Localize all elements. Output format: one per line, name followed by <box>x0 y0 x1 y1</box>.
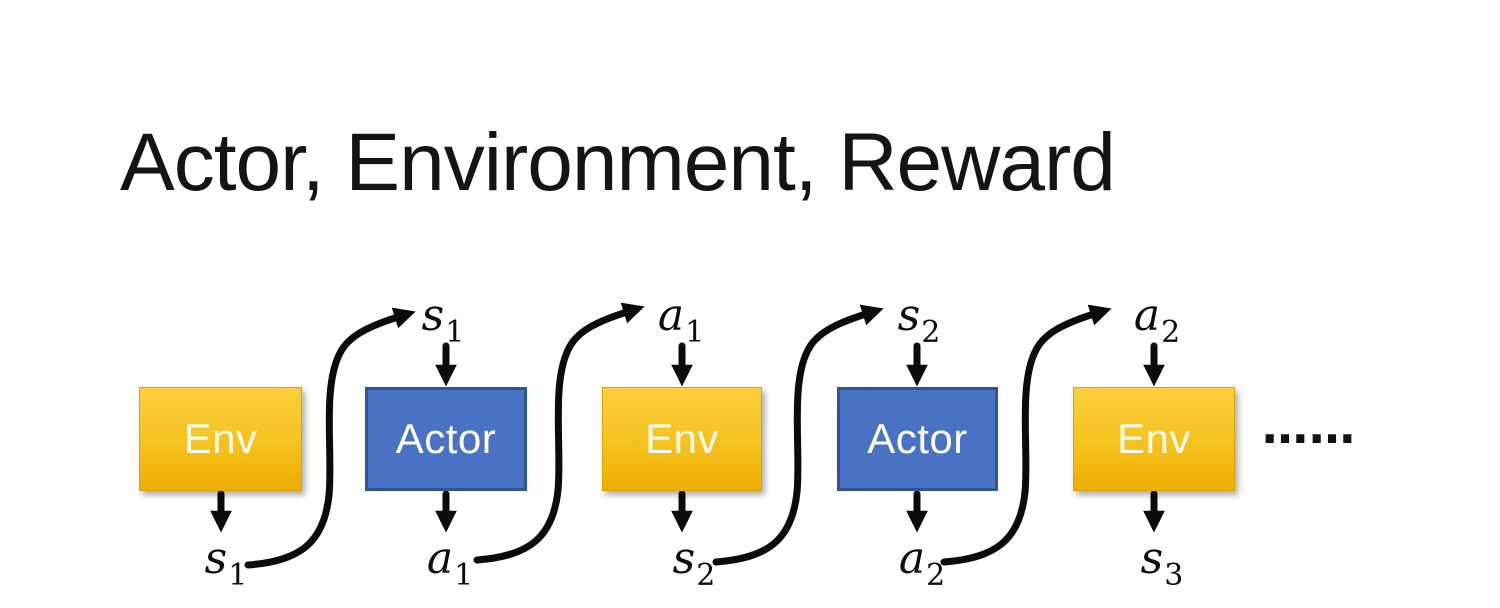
curved-arrow-a2-to-env3-icon <box>940 304 1112 566</box>
label-a2-bottom-letter: a <box>898 533 926 584</box>
label-a1-top-letter: a <box>657 290 685 341</box>
label-a1-bottom-letter: a <box>426 533 454 584</box>
env-box-1: Env <box>139 387 302 491</box>
label-s3-bottom: s3 <box>1141 537 1184 591</box>
label-a1-bottom-sub: 1 <box>454 558 474 593</box>
env-box-2: Env <box>602 387 762 491</box>
ellipsis-continuation: …… <box>1262 400 1356 454</box>
curved-arrow-s2-to-actor2-icon <box>712 304 884 566</box>
actor-box-1: Actor <box>365 387 527 491</box>
curved-arrow-a1-to-env2-icon <box>473 302 645 564</box>
label-s1-bottom-sub: 1 <box>228 558 248 593</box>
actor-box-2-label: Actor <box>867 415 968 462</box>
actor-box-2: Actor <box>837 387 998 491</box>
label-s2-top: s2 <box>898 294 941 348</box>
label-a2-bottom: a2 <box>899 537 945 591</box>
label-a2-top-sub: 2 <box>1161 315 1181 350</box>
env-box-3: Env <box>1073 387 1235 491</box>
label-s2-top-sub: 2 <box>921 315 941 350</box>
label-s1-top-letter: s <box>421 290 445 341</box>
label-s3-bottom-letter: s <box>1140 533 1164 584</box>
curved-arrow-s1-to-actor1-icon <box>244 307 416 569</box>
label-s2-top-letter: s <box>897 290 921 341</box>
label-s1-bottom-letter: s <box>204 533 228 584</box>
label-s1-top: s1 <box>422 294 465 348</box>
label-s3-bottom-sub: 3 <box>1164 558 1184 593</box>
env-box-3-label: Env <box>1117 415 1191 462</box>
label-s1-top-sub: 1 <box>445 315 465 350</box>
label-s1-bottom: s1 <box>205 537 248 591</box>
label-a2-bottom-sub: 2 <box>926 558 946 593</box>
label-a2-top-letter: a <box>1133 290 1161 341</box>
label-a2-top: a2 <box>1134 294 1180 348</box>
label-a1-top: a1 <box>658 294 704 348</box>
actor-box-1-label: Actor <box>395 415 497 462</box>
slide-title: Actor, Environment, Reward <box>120 117 1116 208</box>
label-a1-bottom: a1 <box>427 537 473 591</box>
label-s2-bottom-sub: 2 <box>696 558 716 593</box>
label-a1-top-sub: 1 <box>685 315 705 350</box>
label-s2-bottom: s2 <box>673 537 716 591</box>
env-box-1-label: Env <box>183 415 258 462</box>
env-box-2-label: Env <box>645 415 719 462</box>
label-s2-bottom-letter: s <box>672 533 696 584</box>
